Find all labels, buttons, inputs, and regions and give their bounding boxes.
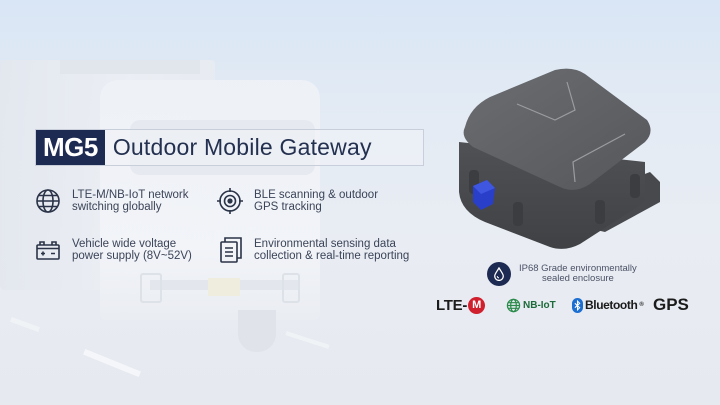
document-icon [216, 236, 244, 264]
truck-headlight-right [282, 273, 300, 303]
target-icon [216, 187, 244, 215]
feature-line: collection & real-time reporting [254, 250, 410, 262]
gateway-device-image [455, 62, 685, 257]
bluetooth-icon [572, 297, 583, 313]
ip68-line: IP68 Grade environmentally [519, 262, 637, 274]
nb-iot-text: NB-IoT [523, 299, 556, 311]
feature-power: Vehicle wide voltage power supply (8V~52… [34, 236, 192, 264]
feature-line: switching globally [72, 201, 162, 213]
truck-roof [60, 60, 200, 74]
bluetooth-logo: Bluetooth ® [572, 294, 644, 316]
feature-line: Vehicle wide voltage [72, 237, 177, 250]
nb-iot-logo: NB-IoT [506, 294, 556, 316]
battery-icon [34, 236, 62, 264]
truck-wheel [238, 310, 276, 352]
truck-license-plate [208, 278, 240, 296]
gps-logo: GPS [653, 295, 689, 314]
page-title: MG5 Outdoor Mobile Gateway [35, 129, 424, 166]
feature-line: power supply (8V~52V) [72, 250, 192, 262]
truck-headlight-left [140, 273, 162, 303]
road-marking [83, 348, 141, 378]
road-marking [10, 317, 40, 332]
ip68-rating: IP68 Grade environmentally sealed enclos… [487, 262, 637, 286]
feature-sensing: Environmental sensing data collection & … [216, 236, 409, 264]
lte-m-badge: M [468, 296, 486, 314]
nb-iot-globe-icon [506, 298, 521, 312]
feature-line: BLE scanning & outdoor [254, 188, 379, 201]
feature-ble-gps: BLE scanning & outdoor GPS tracking [216, 187, 378, 215]
lte-m-prefix: LTE- [436, 296, 468, 314]
feature-network: LTE-M/NB-IoT network switching globally [34, 187, 189, 215]
water-drop-icon [487, 262, 511, 286]
technology-logos: LTE- M NB-IoT Bluetooth ® GPS [436, 294, 696, 316]
bluetooth-text: Bluetooth [585, 298, 638, 312]
bluetooth-registered-mark: ® [639, 302, 644, 308]
globe-icon [34, 187, 62, 215]
feature-line: LTE-M/NB-IoT network [72, 188, 189, 201]
product-name: Outdoor Mobile Gateway [112, 134, 372, 160]
lte-m-logo: LTE- M [436, 294, 486, 316]
feature-line: GPS tracking [254, 201, 322, 213]
road-marking [285, 331, 330, 349]
ip68-line: sealed enclosure [541, 273, 614, 284]
model-badge: MG5 [36, 130, 105, 165]
feature-line: Environmental sensing data [254, 237, 396, 250]
